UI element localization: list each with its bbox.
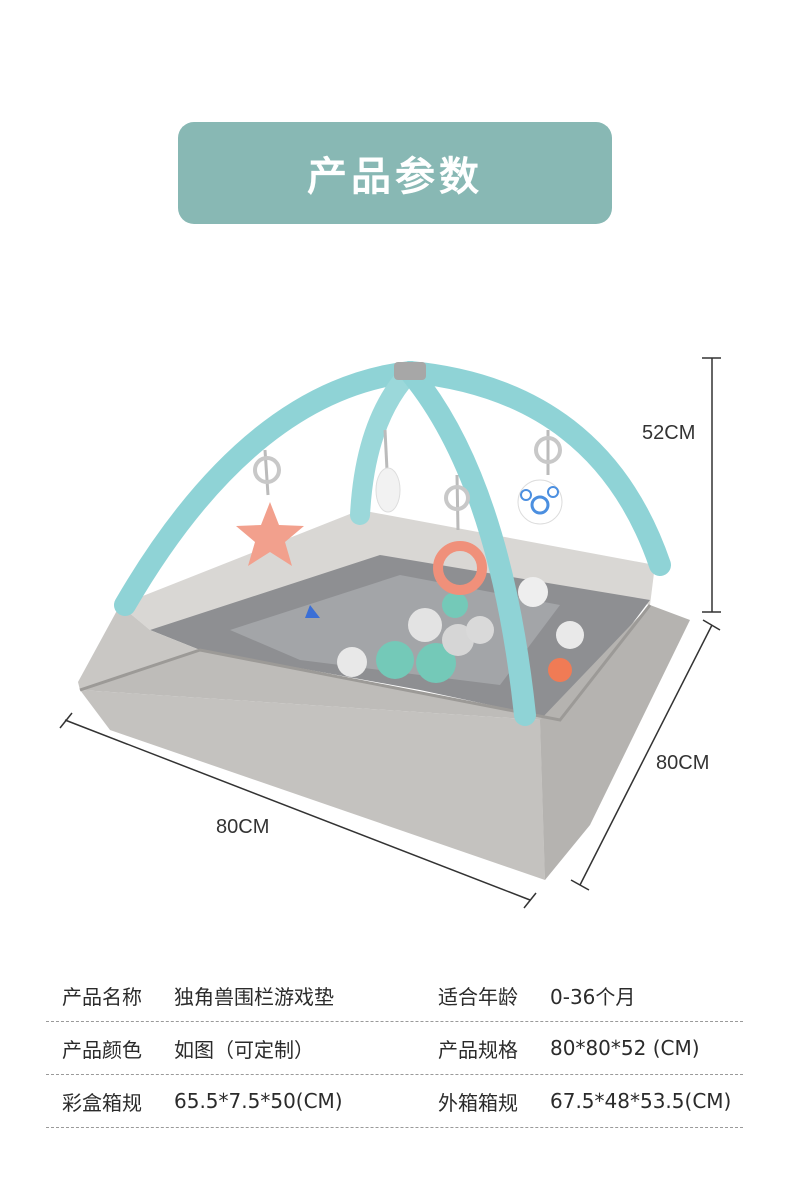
- spec-label: 外箱箱规: [438, 1090, 518, 1115]
- toy-string: [383, 429, 389, 471]
- spec-row: 产品颜色 如图（可定制） 产品规格 80*80*52 (CM): [46, 1022, 743, 1075]
- arch-connector: [394, 362, 426, 380]
- spec-table: 产品名称 独角兽围栏游戏垫 适合年龄 0-36个月 产品颜色 如图（可定制） 产…: [46, 970, 743, 1128]
- spec-value: 80*80*52 (CM): [550, 1036, 700, 1060]
- fence-rim: [79, 604, 652, 722]
- spec-cell: 产品名称 独角兽围栏游戏垫: [46, 981, 438, 1010]
- arch-right: [399, 361, 536, 726]
- spec-value: 独角兽围栏游戏垫: [174, 985, 334, 1009]
- spec-cell: 适合年龄 0-36个月: [438, 981, 743, 1010]
- width-dimension-label: 80CM: [216, 816, 270, 838]
- fence-front: [80, 690, 545, 880]
- toy-string: [455, 474, 460, 531]
- ball: [518, 577, 548, 607]
- ball: [442, 624, 474, 656]
- depth-dimension-line: [579, 624, 713, 886]
- spec-label: 产品颜色: [62, 1037, 142, 1062]
- fence-left: [78, 605, 200, 690]
- spec-label: 适合年龄: [438, 985, 518, 1009]
- ball: [416, 643, 456, 683]
- ball-toy-spot: [547, 486, 559, 498]
- spec-value: 如图（可定制）: [174, 1037, 314, 1062]
- ball-toy-spot: [530, 495, 550, 515]
- mat-decoration: [548, 658, 572, 682]
- star-toy: [236, 502, 304, 566]
- spec-label: 产品名称: [62, 985, 142, 1009]
- spec-cell: 产品颜色 如图（可定制）: [46, 1034, 438, 1063]
- ball: [466, 616, 494, 644]
- play-gym-illustration: [59, 357, 721, 909]
- spec-value: 65.5*7.5*50(CM): [174, 1089, 343, 1113]
- spec-value: 67.5*48*53.5(CM): [550, 1089, 732, 1113]
- depth-dimension-cap: [702, 619, 721, 631]
- ball: [442, 592, 468, 618]
- width-dimension-cap: [523, 892, 537, 909]
- arch-front: [399, 361, 671, 576]
- product-image: 52CM 80CM 80CM: [0, 330, 790, 930]
- page-title: 产品参数: [307, 154, 483, 200]
- toy-ring: [444, 485, 470, 511]
- mat-decoration: [305, 605, 320, 618]
- ball: [376, 641, 414, 679]
- mat-decoration: [556, 621, 584, 649]
- height-dimension-label: 52CM: [642, 422, 696, 444]
- depth-dimension-cap: [570, 879, 590, 891]
- spec-cell: 外箱箱规 67.5*48*53.5(CM): [438, 1087, 743, 1116]
- spec-row: 产品名称 独角兽围栏游戏垫 适合年龄 0-36个月: [46, 970, 743, 1022]
- toy-ring: [534, 436, 562, 464]
- width-dimension-cap: [59, 712, 73, 729]
- fence-right: [540, 605, 690, 880]
- spec-cell: 产品规格 80*80*52 (CM): [438, 1034, 743, 1063]
- mat-print: [230, 575, 560, 685]
- spec-cell: 彩盒箱规 65.5*7.5*50(CM): [46, 1087, 438, 1116]
- spec-label: 产品规格: [438, 1037, 518, 1062]
- arch-left: [114, 361, 421, 616]
- white-toy: [375, 467, 401, 513]
- arch-back: [350, 362, 420, 525]
- toy-ring: [253, 456, 281, 484]
- ball-toy-spot: [520, 489, 532, 501]
- ball: [337, 647, 367, 677]
- header-banner: 产品参数: [178, 122, 612, 224]
- width-dimension-line: [64, 719, 531, 901]
- spec-label: 彩盒箱规: [62, 1090, 142, 1115]
- spec-value: 0-36个月: [550, 985, 636, 1009]
- ring-toy: [433, 541, 487, 595]
- ball: [408, 608, 442, 642]
- spec-row: 彩盒箱规 65.5*7.5*50(CM) 外箱箱规 67.5*48*53.5(C…: [46, 1075, 743, 1128]
- depth-dimension-label: 80CM: [656, 752, 710, 774]
- fence-front-shade: [80, 650, 560, 880]
